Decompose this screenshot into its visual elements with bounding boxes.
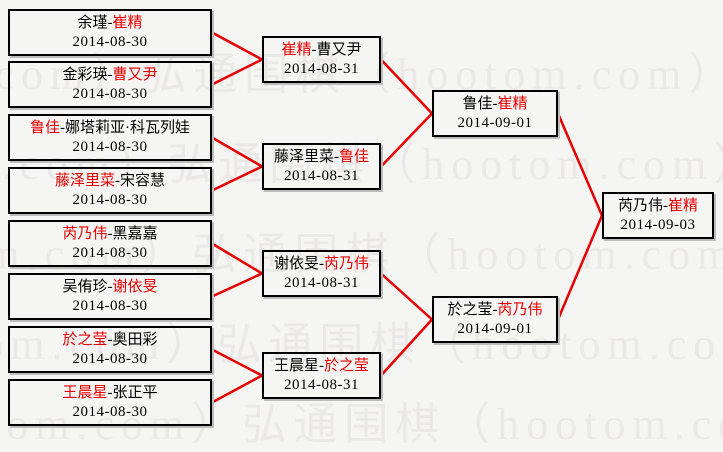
match-box-r16-7: 於之莹-奥田彩 2014-08-30 — [8, 326, 212, 373]
match-players: 芮乃伟-崔精 — [617, 198, 699, 214]
match-date: 2014-08-31 — [284, 377, 359, 393]
match-box-r16-5: 芮乃伟-黑嘉嘉 2014-08-30 — [8, 220, 212, 267]
match-players: 芮乃伟-黑嘉嘉 — [62, 226, 158, 242]
connector-line — [211, 348, 263, 377]
connector-line — [211, 165, 263, 192]
match-date: 2014-09-03 — [620, 217, 696, 233]
match-date: 2014-09-01 — [457, 115, 533, 131]
match-box-r16-1: 余瑾-崔精 2014-08-30 — [8, 9, 212, 56]
connector-line — [380, 318, 433, 377]
match-players: 王晨星-张正平 — [62, 385, 158, 401]
match-box-qf-2: 藤泽里菜-鲁佳 2014-08-31 — [262, 143, 381, 190]
match-players: 余瑾-崔精 — [77, 15, 143, 31]
match-box-r16-8: 王晨星-张正平 2014-08-30 — [8, 379, 212, 426]
match-box-final: 芮乃伟-崔精 2014-09-03 — [602, 192, 714, 239]
match-date: 2014-08-30 — [72, 34, 148, 50]
match-players: 吴侑珍-谢依旻 — [62, 279, 158, 295]
match-box-sf-2: 於之莹-芮乃伟 2014-09-01 — [432, 296, 558, 343]
bracket-connectors — [211, 31, 604, 404]
match-box-r16-4: 藤泽里菜-宋容慧 2014-08-30 — [8, 167, 212, 214]
match-players: 崔精-曹又尹 — [281, 42, 362, 58]
connector-line — [211, 31, 263, 61]
match-date: 2014-08-31 — [284, 61, 359, 77]
match-players: 於之莹-奥田彩 — [62, 332, 158, 348]
match-date: 2014-08-31 — [284, 275, 359, 291]
match-box-r16-6: 吴侑珍-谢依旻 2014-08-30 — [8, 273, 212, 320]
match-date: 2014-08-30 — [72, 192, 148, 208]
connector-line — [211, 136, 263, 168]
match-date: 2014-09-01 — [457, 321, 533, 337]
match-players: 藤泽里菜-宋容慧 — [54, 173, 166, 189]
match-date: 2014-08-30 — [72, 86, 148, 102]
connector-line — [380, 272, 433, 321]
match-date: 2014-08-31 — [284, 168, 359, 184]
match-players: 金彩瑛-曹又尹 — [62, 67, 158, 83]
match-date: 2014-08-30 — [72, 298, 148, 314]
match-players: 王晨星-於之莹 — [273, 358, 370, 374]
match-players: 於之莹-芮乃伟 — [447, 302, 543, 318]
match-date: 2014-08-30 — [72, 404, 148, 420]
match-box-r16-3: 鲁佳-娜塔莉亚·科瓦列娃 2014-08-30 — [8, 114, 212, 161]
connector-line — [380, 58, 433, 115]
match-box-qf-1: 崔精-曹又尹 2014-08-31 — [262, 36, 381, 83]
connector-line — [556, 113, 604, 216]
match-players: 藤泽里菜-鲁佳 — [273, 149, 370, 165]
match-players: 鲁佳-崔精 — [462, 96, 528, 112]
match-box-sf-1: 鲁佳-崔精 2014-09-01 — [432, 90, 558, 137]
match-players: 谢依旻-芮乃伟 — [273, 256, 370, 272]
match-date: 2014-08-30 — [72, 139, 148, 155]
match-box-qf-4: 王晨星-於之莹 2014-08-31 — [262, 352, 381, 399]
connector-line — [211, 58, 263, 86]
connector-line — [211, 242, 263, 275]
match-box-r16-2: 金彩瑛-曹又尹 2014-08-30 — [8, 61, 212, 108]
match-date: 2014-08-30 — [72, 351, 148, 367]
connector-line — [211, 272, 263, 298]
connector-line — [380, 112, 433, 168]
match-box-qf-3: 谢依旻-芮乃伟 2014-08-31 — [262, 250, 381, 297]
match-date: 2014-08-30 — [72, 245, 148, 261]
connector-line — [211, 374, 263, 404]
connector-line — [556, 215, 604, 320]
match-players: 鲁佳-娜塔莉亚·科瓦列娃 — [29, 120, 190, 136]
